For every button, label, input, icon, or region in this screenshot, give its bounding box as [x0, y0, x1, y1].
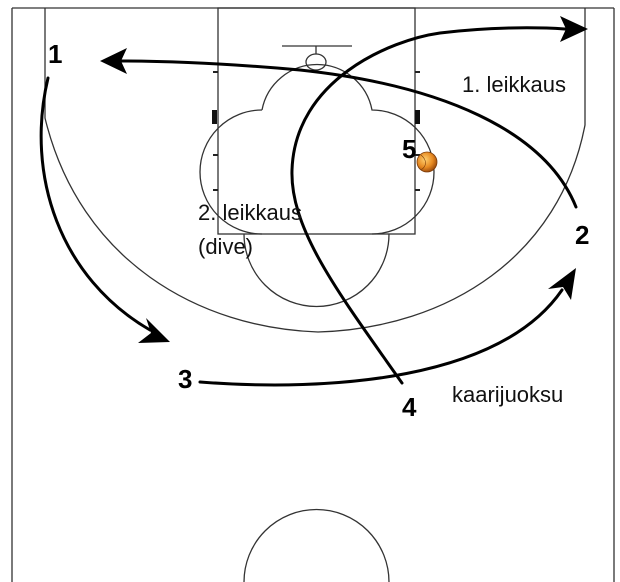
cut-2-arrowhead	[560, 16, 588, 42]
hoop	[305, 53, 327, 71]
court	[11, 7, 615, 582]
player-number-1: 1	[48, 39, 62, 69]
player-1-arrowhead	[138, 318, 170, 343]
player-number-3: 3	[178, 364, 192, 394]
free-throw-circle-top	[199, 109, 263, 235]
cut-2-path	[290, 26, 567, 385]
free-throw-circle-bottom	[243, 233, 390, 308]
player-1-path	[39, 76, 152, 332]
lane-hash-marks	[213, 71, 420, 191]
arc-run-label: kaarijuoksu	[452, 382, 563, 407]
player-number-2: 2	[575, 220, 589, 250]
cut-1-label: 1. leikkaus	[462, 72, 566, 97]
cut-1-arrowhead	[100, 48, 127, 74]
movement-paths	[39, 16, 588, 387]
three-point-line	[44, 8, 586, 333]
lane-blocks	[212, 110, 420, 124]
cut-2-sublabel: (dive)	[198, 234, 253, 259]
player-number-4: 4	[402, 392, 417, 422]
center-circle	[243, 508, 390, 582]
cut-2-label: 2. leikkaus	[198, 200, 302, 225]
arc-run-arrowhead	[548, 268, 576, 300]
player-number-5: 5	[402, 134, 416, 164]
basketball-icon	[416, 151, 438, 173]
cut-1-path	[118, 59, 578, 209]
arc-run-path	[198, 288, 564, 387]
